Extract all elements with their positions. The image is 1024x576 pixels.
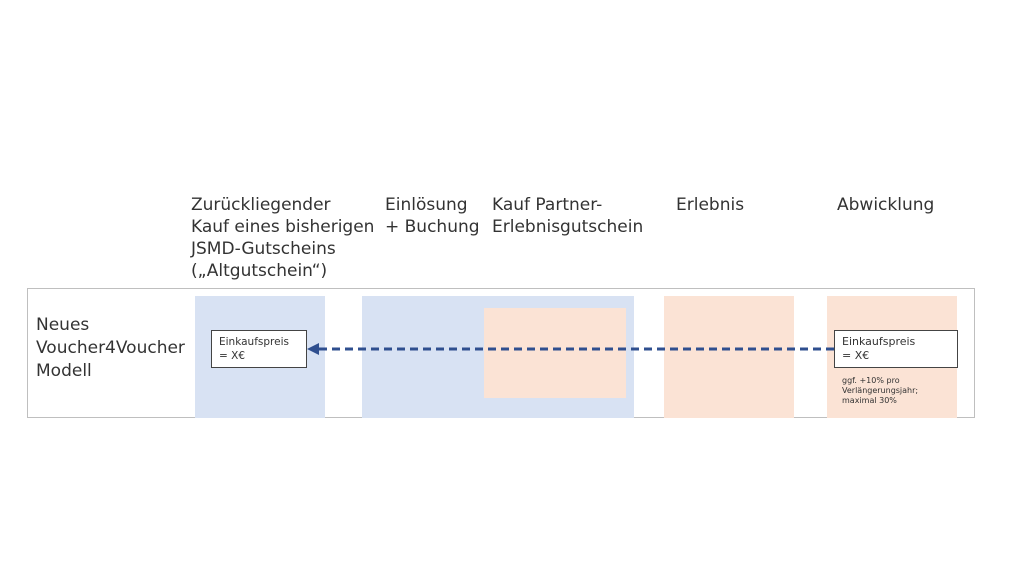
- price-value: = X€: [219, 350, 246, 362]
- column-header-partner-voucher-purchase: Kauf Partner- Erlebnisgutschein: [492, 195, 644, 237]
- arrow-head: [307, 343, 319, 355]
- purchase-price-box-right: Einkaufspreis = X€: [834, 330, 958, 368]
- column-header-previous-purchase: Zurückliegender Kauf eines bisherigen JS…: [191, 195, 375, 281]
- zone-experience: [664, 296, 794, 418]
- column-header-redemption-booking: Einlösung + Buchung: [385, 195, 480, 237]
- row-label: Neues Voucher4Voucher Modell: [36, 315, 185, 381]
- price-label: Einkaufspreis: [219, 336, 289, 348]
- purchase-price-box-left: Einkaufspreis = X€: [211, 330, 307, 368]
- price-label: Einkaufspreis: [842, 335, 916, 348]
- zone-partner-voucher-purchase: [484, 308, 626, 398]
- column-header-experience: Erlebnis: [676, 195, 745, 215]
- price-value: = X€: [842, 349, 870, 362]
- column-header-settlement: Abwicklung: [837, 195, 935, 215]
- extension-note: ggf. +10% pro Verlängerungsjahr; maximal…: [842, 376, 919, 405]
